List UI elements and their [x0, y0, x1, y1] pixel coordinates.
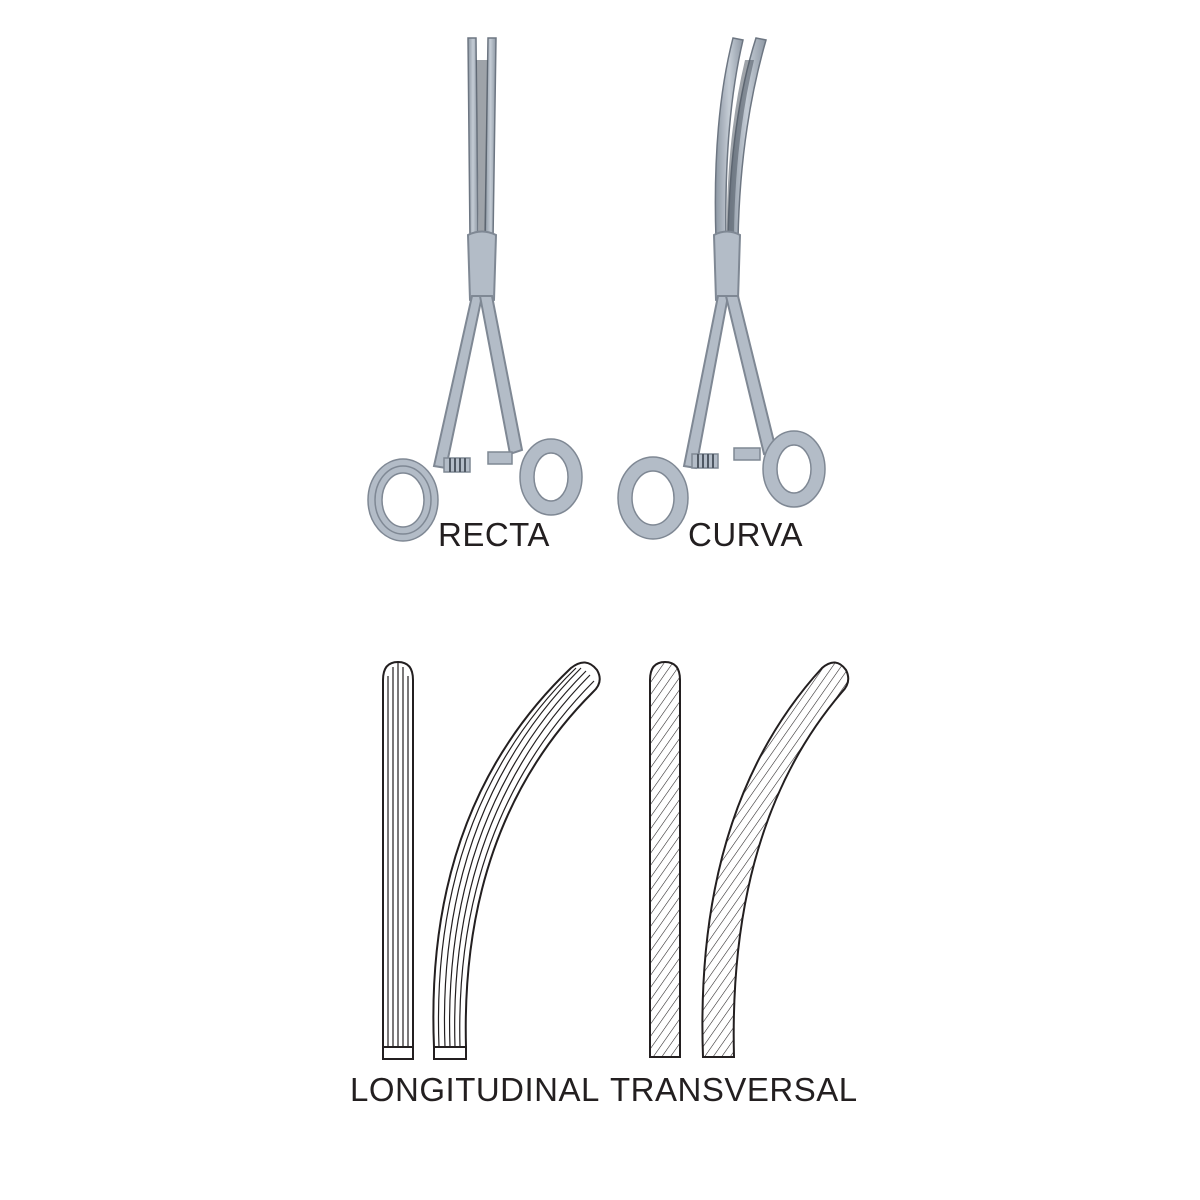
- straight-box-joint: [466, 230, 498, 304]
- straight-ring-right: [520, 439, 582, 515]
- label-curva: CURVA: [688, 516, 803, 553]
- curved-ring-left: [618, 457, 688, 539]
- straight-shank-right: [478, 295, 524, 456]
- transversal-curved-jaw: [701, 661, 850, 1058]
- curved-ratchet: [691, 447, 761, 469]
- straight-ratchet: [443, 451, 513, 473]
- longitudinal-curved-jaw: [432, 661, 601, 1060]
- label-transversal: TRANSVERSAL: [610, 1071, 858, 1108]
- curved-forceps-illustration: [617, 37, 826, 540]
- label-longitudinal: LONGITUDINAL: [350, 1071, 600, 1108]
- longitudinal-curved-base: [433, 1046, 467, 1060]
- straight-shank-left: [432, 295, 484, 470]
- straight-forceps-illustration: [367, 37, 583, 542]
- longitudinal-straight-jaw: [382, 660, 414, 1060]
- transversal-straight-jaw: [649, 660, 681, 1058]
- curved-shank-right: [724, 295, 778, 456]
- curved-box-joint: [712, 230, 742, 304]
- curved-ring-right: [763, 431, 825, 507]
- longitudinal-straight-base: [382, 1046, 414, 1060]
- curved-shank-left: [682, 295, 730, 470]
- label-recta: RECTA: [438, 516, 550, 553]
